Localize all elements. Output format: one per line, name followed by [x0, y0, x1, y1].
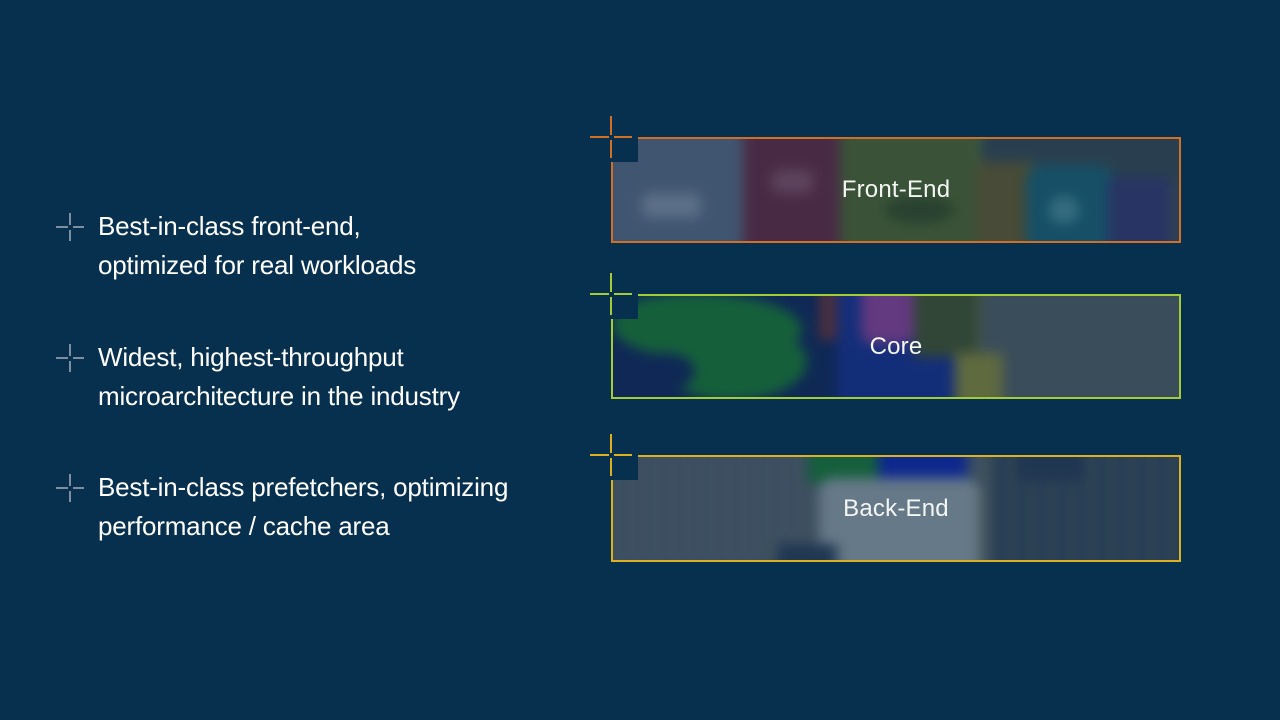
- back-end-label: Back-End: [843, 494, 949, 522]
- plus-crosshair-icon: [56, 213, 84, 241]
- plus-crosshair-icon: [590, 273, 632, 315]
- corner-notch: [611, 137, 638, 162]
- bullet-item-front-end: Best-in-class front-end, optimized for r…: [56, 207, 416, 285]
- core-region-box: Core: [590, 273, 1181, 399]
- die-shot-back-end: [613, 457, 1179, 560]
- front-end-region-box: Front-End: [590, 116, 1181, 243]
- plus-crosshair-icon: [590, 116, 632, 158]
- die-shot-core: [613, 296, 1179, 397]
- plus-crosshair-icon: [590, 434, 632, 476]
- bullet-line: microarchitecture in the industry: [98, 381, 460, 411]
- bullet-text: Best-in-class front-end, optimized for r…: [98, 207, 416, 285]
- corner-notch: [611, 294, 638, 319]
- bullet-text: Widest, highest-throughput microarchitec…: [98, 338, 460, 416]
- bullet-line: Best-in-class prefetchers, optimizing: [98, 472, 509, 502]
- back-end-region-box: Back-End: [590, 434, 1181, 562]
- bullet-line: performance / cache area: [98, 511, 390, 541]
- bullet-line: Widest, highest-throughput: [98, 342, 404, 372]
- plus-crosshair-icon: [56, 474, 84, 502]
- front-end-label: Front-End: [841, 176, 951, 203]
- bullet-item-prefetchers: Best-in-class prefetchers, optimizing pe…: [56, 468, 508, 546]
- core-label: Core: [869, 332, 923, 360]
- bullet-line: optimized for real workloads: [98, 250, 417, 280]
- bullet-text: Best-in-class prefetchers, optimizing pe…: [98, 468, 508, 546]
- bullet-item-microarchitecture: Widest, highest-throughput microarchitec…: [56, 338, 460, 416]
- plus-crosshair-icon: [56, 344, 84, 372]
- bullet-line: Best-in-class front-end,: [98, 211, 361, 241]
- die-shot-front-end: [613, 139, 1179, 241]
- corner-notch: [611, 455, 638, 480]
